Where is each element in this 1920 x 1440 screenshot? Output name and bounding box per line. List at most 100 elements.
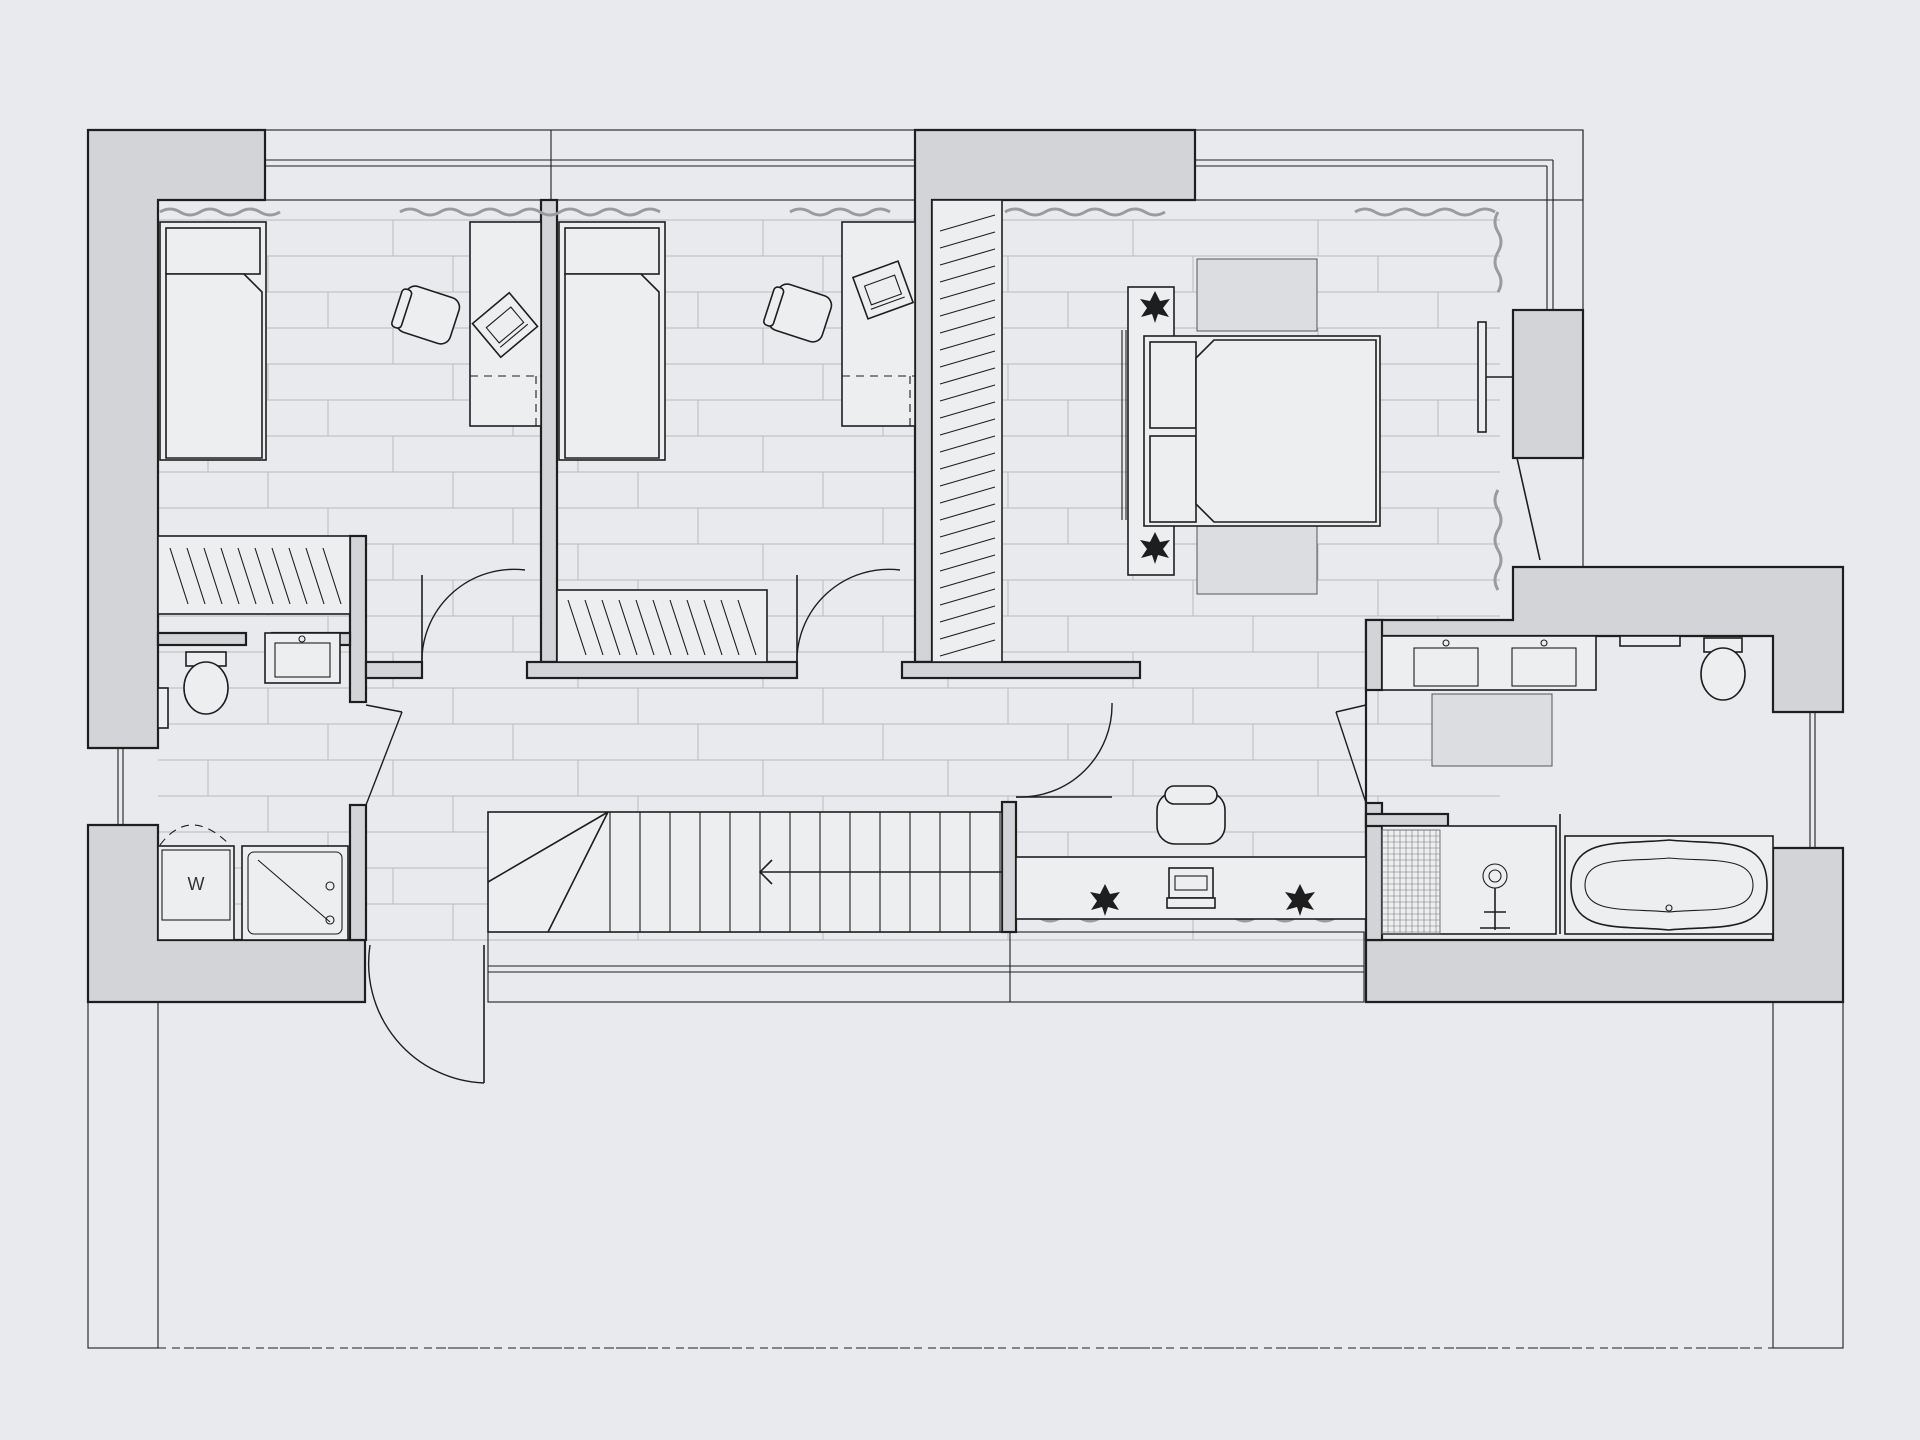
hatch-line — [203, 547, 223, 605]
hatch-line — [939, 537, 996, 555]
wall-top-left — [86, 128, 267, 750]
wall-right-pier — [1511, 308, 1585, 460]
hatch-line — [939, 486, 996, 504]
closets — [157, 199, 1003, 663]
hatch-line — [939, 401, 996, 419]
plant-icon — [1140, 291, 1170, 323]
hatch-line — [939, 350, 996, 368]
outer-footprint — [87, 999, 1844, 1349]
hatch-line — [254, 547, 274, 605]
hatch-line — [939, 265, 996, 283]
hatch-line — [939, 299, 996, 317]
vanity — [1381, 635, 1597, 691]
hatch-line — [939, 469, 996, 487]
hatch-line — [271, 547, 291, 605]
hatch-line — [939, 333, 996, 351]
top-window-band — [264, 129, 1584, 1003]
rug-top — [1196, 258, 1318, 332]
hatch-line — [939, 571, 996, 589]
hatch-line — [288, 547, 308, 605]
hatch-line — [220, 547, 240, 605]
hatch-line — [737, 599, 757, 656]
hatch-line — [686, 599, 706, 656]
hatch-line — [939, 503, 996, 521]
wall-hall-stub-left — [364, 660, 424, 680]
desk-chair-icon — [391, 285, 461, 345]
hatch-line — [584, 599, 604, 656]
hatch-line — [652, 599, 672, 656]
hatch-line — [939, 639, 996, 657]
hatch-line — [939, 384, 996, 402]
door-swing-icon — [421, 568, 526, 667]
hatch-line — [635, 599, 655, 656]
shower-icon — [1381, 825, 1557, 935]
door-swing-icon — [367, 944, 485, 1084]
plant-icon — [1090, 884, 1120, 916]
washer-icon: W — [157, 845, 235, 941]
hatch-line — [939, 435, 996, 453]
walls — [86, 128, 1845, 1004]
door-swing-icon — [1015, 702, 1113, 798]
door-leaf — [1516, 457, 1541, 561]
shower-icon — [241, 845, 349, 941]
hatch-line — [939, 282, 996, 300]
hallway-office — [1015, 785, 1367, 920]
hatch-line — [601, 599, 621, 656]
toilet-icon — [183, 651, 229, 715]
hatch-line — [720, 599, 740, 656]
toilet-icon — [1700, 637, 1746, 701]
bathroom-right — [117, 635, 1816, 935]
hatch-line — [305, 547, 325, 605]
wall-room1-room2 — [539, 198, 559, 664]
sink-icon — [264, 632, 341, 684]
door-swing-icon — [796, 568, 901, 667]
wall-bath2-stub-top — [1364, 618, 1384, 692]
wall-right-block — [1364, 565, 1845, 1004]
door-swing-icon — [1335, 711, 1367, 804]
bed-icon — [558, 221, 666, 461]
hatch-line — [939, 418, 996, 436]
door-swing-icon — [365, 711, 403, 806]
hatch-line — [939, 605, 996, 623]
hatch-line — [939, 622, 996, 640]
master-bedroom-furniture — [1121, 258, 1541, 595]
stairs-icon — [487, 811, 1003, 933]
wall-room2-bottom — [525, 660, 799, 680]
wall-room3-bottom — [900, 660, 1142, 680]
hatch-line — [939, 367, 996, 385]
closet-hatching — [169, 214, 996, 657]
wall-bath-divider — [348, 534, 368, 704]
hatch-line — [618, 599, 638, 656]
wall-stair-right — [1000, 800, 1018, 934]
wall-wc-top — [156, 631, 248, 647]
hatch-line — [939, 520, 996, 538]
hatch-line — [186, 547, 206, 605]
hatch-line — [669, 599, 689, 656]
doors — [365, 568, 1367, 1084]
bathtub-icon — [1564, 835, 1774, 935]
wall-bath2-inner — [1364, 812, 1450, 828]
desk-chair-icon — [763, 283, 833, 343]
hatch-line — [939, 231, 996, 249]
hatch-line — [939, 554, 996, 572]
closet-room1 — [157, 535, 351, 615]
hatch-line — [939, 588, 996, 606]
desk-chair-icon — [1156, 785, 1226, 845]
hatch-line — [237, 547, 257, 605]
bed-icon — [1143, 335, 1381, 527]
sink-icon — [1413, 639, 1479, 687]
hatch-line — [939, 452, 996, 470]
wall-wc-lower — [348, 803, 368, 942]
hatch-line — [939, 316, 996, 334]
hatch-line — [169, 547, 189, 605]
hatch-line — [939, 248, 996, 266]
bed-icon — [159, 221, 267, 461]
desk — [841, 221, 916, 427]
hatch-line — [939, 214, 996, 232]
plant-icon — [1285, 884, 1315, 916]
hatch-line — [703, 599, 723, 656]
sink-icon — [1511, 639, 1577, 687]
rug-bottom — [1196, 525, 1318, 595]
